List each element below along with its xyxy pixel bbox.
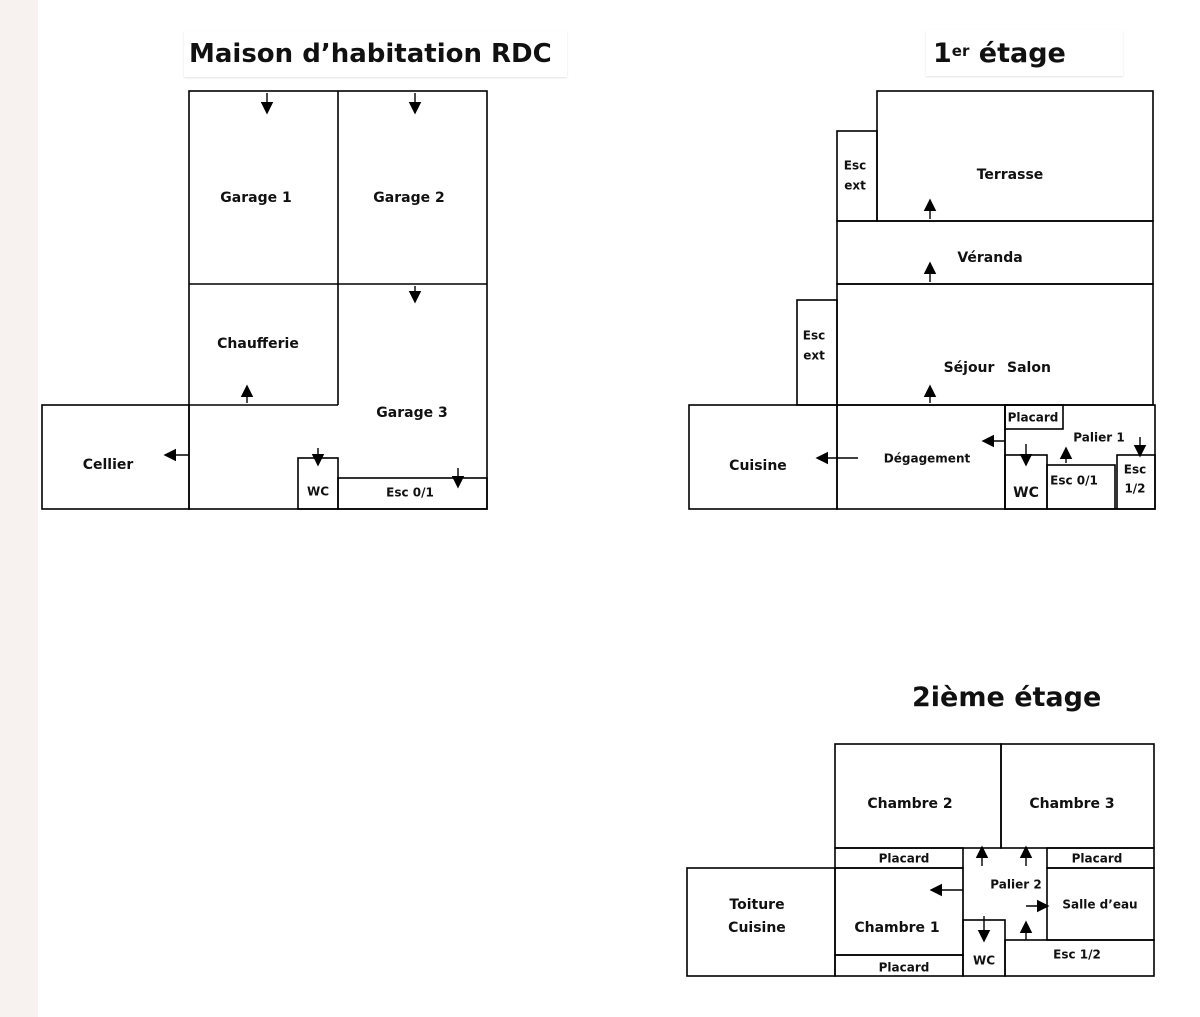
floor1-plan: Esc ext Terrasse Véranda Esc ext Séjour … <box>688 90 1156 510</box>
floor2-title: 2ième étage <box>904 674 1102 720</box>
rdc-wc-label: WC <box>307 485 329 499</box>
floor1-title-num: 1 <box>933 37 952 69</box>
f2-chambre3-label: Chambre 3 <box>1029 796 1114 812</box>
f1-esc-ext-top <box>836 130 878 222</box>
f2-placard-top-left-label: Placard <box>879 852 930 866</box>
rdc-chaufferie-label: Chaufferie <box>217 336 299 352</box>
f1-esc01-label: Esc 0/1 <box>1050 474 1098 488</box>
f1-esc-ext-top-label-b: ext <box>844 179 866 193</box>
f1-door-arrows <box>815 198 1147 467</box>
f2-esc12-room <box>1004 939 1155 977</box>
f2-placard-top-right-label: Placard <box>1072 852 1123 866</box>
f1-esc-ext-top-label-a: Esc <box>844 159 866 173</box>
f2-salle-deau-label: Salle d’eau <box>1062 898 1137 912</box>
rdc-cellier-room <box>41 404 190 510</box>
f1-degagement-label: Dégagement <box>884 452 971 466</box>
f1-terrasse-label: Terrasse <box>977 167 1044 183</box>
f2-door-arrows <box>929 845 1050 943</box>
floor1-title-sup: er <box>951 42 970 60</box>
f1-esc-ext-left-label-b: ext <box>803 349 825 363</box>
f2-wc-label: WC <box>973 954 995 968</box>
f1-cuisine-room <box>688 404 838 510</box>
f1-placard-label: Placard <box>1008 411 1059 425</box>
rdc-title-text: Maison d’habitation RDC <box>189 39 552 69</box>
f1-esc12-label-a: Esc <box>1124 463 1146 477</box>
f2-chambre1-room <box>834 867 964 956</box>
f2-toiture-label: Toiture <box>729 897 784 913</box>
f1-sejour-label: Séjour <box>944 360 995 376</box>
f2-esc12-label: Esc 1/2 <box>1053 948 1101 962</box>
f1-veranda-label: Véranda <box>957 250 1022 266</box>
rdc-wc-room <box>297 457 339 510</box>
f1-palier1-label: Palier 1 <box>1073 431 1124 445</box>
rdc-garage1-label: Garage 1 <box>220 190 291 206</box>
rdc-title: Maison d’habitation RDC <box>184 31 567 77</box>
rdc-garage2-label: Garage 2 <box>373 190 444 206</box>
f1-esc01-room <box>1046 464 1116 510</box>
f2-chambre1-label: Chambre 1 <box>854 920 939 936</box>
f2-chambre2-label: Chambre 2 <box>867 796 952 812</box>
f2-placard-bottom-label: Placard <box>879 961 930 975</box>
floor1-title-suffix: étage <box>969 37 1066 69</box>
floor2-title-text: 2ième étage <box>912 681 1102 713</box>
f2-cuisine-label: Cuisine <box>728 920 786 936</box>
f1-esc-ext-left-label-a: Esc <box>803 329 825 343</box>
f1-cuisine-label: Cuisine <box>729 458 787 474</box>
rdc-door-arrows <box>163 93 465 489</box>
f1-placard-room <box>1004 404 1064 430</box>
left-margin-strip <box>0 0 38 1017</box>
rdc-garage3-label: Garage 3 <box>376 405 447 421</box>
f1-terrasse-room <box>876 90 1154 222</box>
rdc-plan: Garage 1 Garage 2 Chaufferie Garage 3 Ce… <box>41 90 488 510</box>
rdc-esc01-label: Esc 0/1 <box>386 486 434 500</box>
floor2-plan: Chambre 2 Chambre 3 Placard Placard Pali… <box>686 743 1155 977</box>
f1-sejour-room <box>836 283 1154 406</box>
rdc-cellier-label: Cellier <box>83 457 134 473</box>
f2-palier2-label: Palier 2 <box>990 878 1041 892</box>
f1-salon-label: Salon <box>1007 360 1051 376</box>
rdc-esc01-room <box>337 477 488 510</box>
f1-wc-label: WC <box>1013 485 1039 501</box>
f1-esc12-label-b: 1/2 <box>1124 482 1145 496</box>
